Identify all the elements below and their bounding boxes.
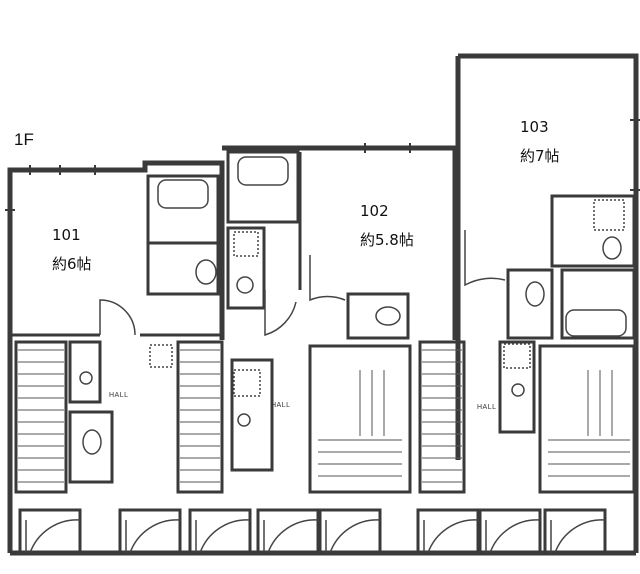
unit-102-area: 約5.8帖	[360, 231, 414, 249]
unit-101-number: 101	[52, 226, 81, 244]
unit-101-area: 約6帖	[52, 255, 92, 273]
floor-label: 1F	[14, 130, 34, 149]
hall-label-102: HALL	[271, 402, 291, 409]
doors	[25, 230, 606, 554]
interior-walls	[10, 150, 636, 555]
hall-label-103: HALL	[477, 404, 497, 411]
hall-label-101: HALL	[109, 392, 129, 399]
window-marks	[5, 119, 640, 211]
staircases	[18, 349, 630, 483]
fixtures	[79, 156, 627, 455]
unit-103-number: 103	[520, 118, 549, 136]
unit-102-number: 102	[360, 202, 389, 220]
unit-103-area: 約7帖	[520, 147, 560, 165]
